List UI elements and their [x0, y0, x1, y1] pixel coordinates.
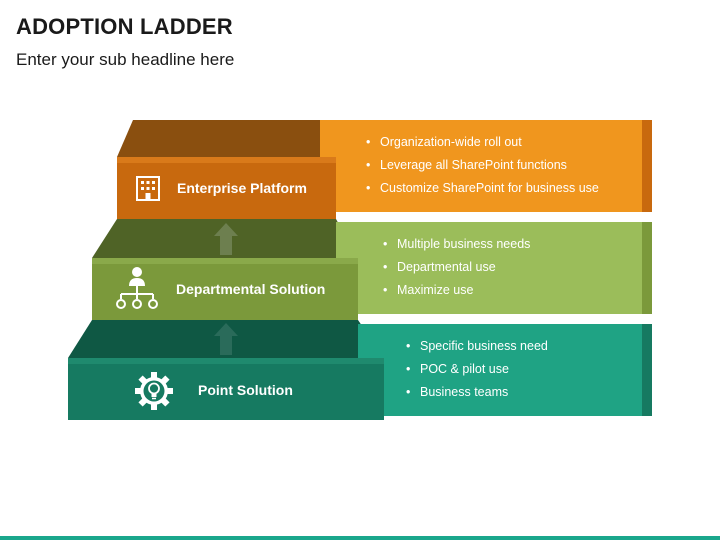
level-2-step-block	[92, 258, 358, 320]
level-3-step-block	[68, 358, 384, 420]
level-1-step-highlight	[117, 157, 336, 163]
level-2-bullets: Multiple business needs Departmental use…	[383, 233, 530, 302]
list-item: Departmental use	[383, 256, 530, 279]
level-2-label: Departmental Solution	[176, 281, 326, 297]
level-3-bullets: Specific business need POC & pilot use B…	[406, 335, 548, 404]
level-2-band-edge	[642, 222, 652, 314]
page-subtitle: Enter your sub headline here	[16, 50, 235, 69]
org-chart-icon	[116, 267, 158, 309]
level-3-band-edge	[642, 324, 652, 416]
list-item: Multiple business needs	[383, 233, 530, 256]
bottom-accent-bar	[0, 536, 720, 540]
level-1-label: Enterprise Platform	[177, 180, 307, 196]
level-3-label: Point Solution	[198, 382, 293, 398]
arrow-up-icon	[214, 323, 238, 355]
list-item: Maximize use	[383, 279, 530, 302]
level-3-step-highlight	[68, 358, 384, 364]
level-1-band-edge	[642, 120, 652, 212]
list-item: Customize SharePoint for business use	[366, 177, 599, 200]
building-icon	[136, 176, 160, 201]
level-1-back-face	[117, 120, 336, 157]
level-2-step-highlight	[92, 258, 358, 264]
list-item: Business teams	[406, 381, 548, 404]
list-item: Specific business need	[406, 335, 548, 358]
list-item: Leverage all SharePoint functions	[366, 154, 599, 177]
level-1-step-block	[117, 157, 336, 219]
arrow-up-icon	[214, 223, 238, 255]
page-title: ADOPTION LADDER	[16, 14, 233, 39]
level-1-bullets: Organization-wide roll out Leverage all …	[366, 131, 599, 200]
gear-lightbulb-icon	[135, 372, 173, 410]
list-item: Organization-wide roll out	[366, 131, 599, 154]
list-item: POC & pilot use	[406, 358, 548, 381]
